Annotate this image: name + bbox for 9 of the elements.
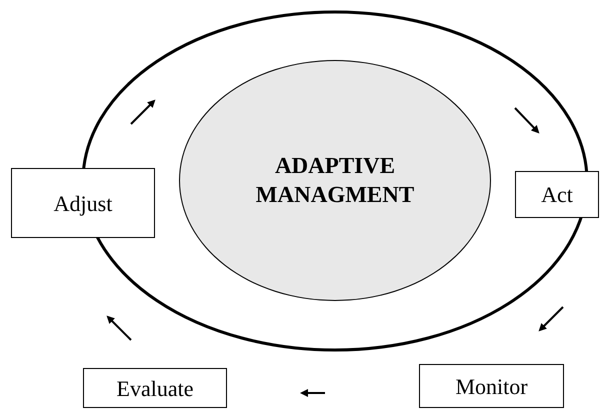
step-label: Evaluate: [116, 374, 194, 402]
step-box: [515, 171, 599, 218]
step-box: [83, 368, 227, 408]
step-label: Act: [541, 181, 573, 209]
step-label: Adjust: [54, 190, 112, 218]
step-label: Monitor: [455, 372, 528, 400]
step-box: [11, 168, 155, 238]
center-title: ADAPTIVE MANAGMENT: [254, 152, 416, 208]
step-box: [419, 364, 564, 408]
